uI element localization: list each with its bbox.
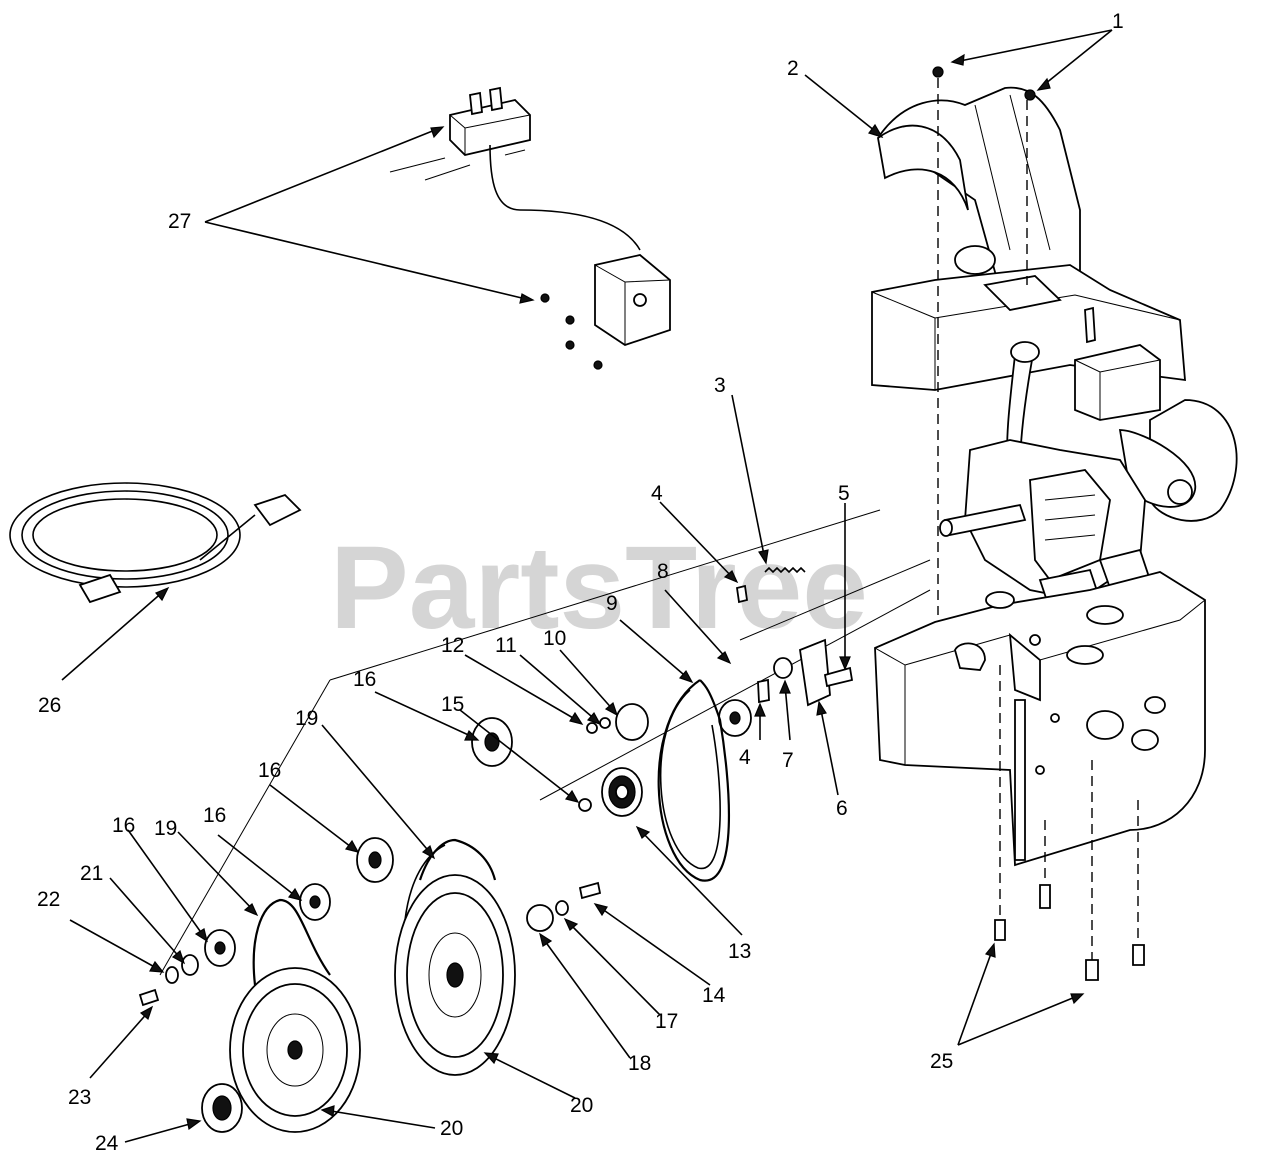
idler-bracket-parts: [718, 566, 854, 737]
callout-7: 7: [782, 749, 794, 772]
reduction-pulleys: [138, 717, 602, 1133]
callout-26: 26: [38, 694, 61, 717]
callout-16-third: 16: [203, 804, 226, 827]
callout-25: 25: [930, 1050, 953, 1073]
engine-assembly: [871, 86, 1238, 612]
callout-19-lower: 19: [154, 817, 177, 840]
drive-pulley-belt: [578, 679, 731, 882]
power-cord: [9, 482, 302, 604]
callout-13: 13: [728, 940, 751, 963]
bolts-top: [932, 66, 1036, 101]
callout-22: 22: [37, 888, 60, 911]
callout-4-upper: 4: [651, 482, 663, 505]
callout-3: 3: [714, 374, 726, 397]
callout-9: 9: [606, 592, 618, 615]
callout-19-top: 19: [295, 707, 318, 730]
callout-4-lower: 4: [739, 746, 751, 769]
callout-27: 27: [168, 210, 191, 233]
callout-17: 17: [655, 1010, 678, 1033]
electric-starter-assembly: [389, 86, 671, 370]
callout-10: 10: [543, 627, 566, 650]
alignment-lines: [159, 78, 1139, 976]
callout-5: 5: [838, 482, 850, 505]
callout-15: 15: [441, 693, 464, 716]
callout-1: 1: [1112, 10, 1124, 33]
callout-2: 2: [787, 57, 799, 80]
callout-14: 14: [702, 984, 726, 1007]
callout-18: 18: [628, 1052, 651, 1075]
callout-16-second: 16: [258, 759, 281, 782]
callout-24: 24: [95, 1132, 119, 1155]
leader-lines: [61, 29, 1113, 1143]
callout-20-bottom: 20: [440, 1117, 463, 1140]
bolts-bottom: [994, 884, 1145, 981]
callout-labels: 1 2 3 4 4 5 6 7 8 9 10 11 12 13 14 15 16…: [37, 10, 1124, 1155]
callout-21: 21: [80, 862, 103, 885]
callout-20-right: 20: [570, 1094, 593, 1117]
callout-16-top: 16: [353, 668, 376, 691]
callout-23: 23: [68, 1086, 91, 1109]
callout-11: 11: [495, 634, 517, 657]
frame-housing: [874, 571, 1206, 867]
callout-8: 8: [657, 560, 669, 583]
callout-6: 6: [836, 797, 848, 820]
callout-12: 12: [441, 634, 464, 657]
callout-16-fourth: 16: [112, 814, 135, 837]
watermark-text: PartsTree: [330, 522, 868, 654]
